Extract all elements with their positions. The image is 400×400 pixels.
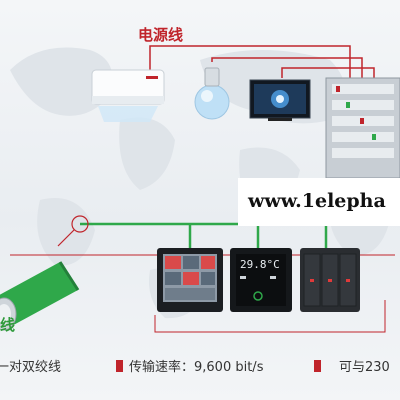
footer-specs: 一对双绞线 传输速率：9,600 bit/s 可与230 — [0, 352, 400, 380]
television-icon — [249, 79, 311, 121]
spec-cable-text: 一对双绞线 — [0, 360, 62, 375]
twisted-pair-cable — [0, 261, 80, 331]
cable-label: 线 — [0, 316, 16, 334]
touchscreen-panel — [157, 248, 223, 312]
bullet-square-icon — [116, 360, 123, 372]
distribution-cabinet — [325, 77, 400, 179]
power-line-ac — [149, 45, 351, 80]
power-line-label: 电源线 — [138, 26, 184, 44]
power-line-bulb — [211, 57, 363, 80]
power-line-lower — [154, 300, 386, 333]
magnifier-icon — [57, 215, 89, 247]
spec-rate-text: 传输速率：9,600 bit/s — [129, 360, 264, 375]
power-line-tv — [281, 67, 375, 80]
spec-item-cable: 一对双绞线 — [0, 356, 61, 375]
spec-item-compat: 可与230 — [314, 356, 390, 375]
thermostat-temperature: 29.8°C — [240, 258, 280, 271]
air-conditioner-icon — [91, 69, 165, 122]
watermark: www.1elepha — [248, 190, 386, 212]
watermark-background — [238, 178, 400, 226]
bullet-square-icon — [314, 360, 321, 372]
thermostat-panel — [230, 248, 292, 312]
light-bulb-icon — [194, 67, 230, 120]
spec-compat-text: 可与230 — [339, 360, 390, 375]
spec-item-rate: 传输速率：9,600 bit/s — [116, 356, 263, 375]
switch-panel — [300, 248, 360, 312]
